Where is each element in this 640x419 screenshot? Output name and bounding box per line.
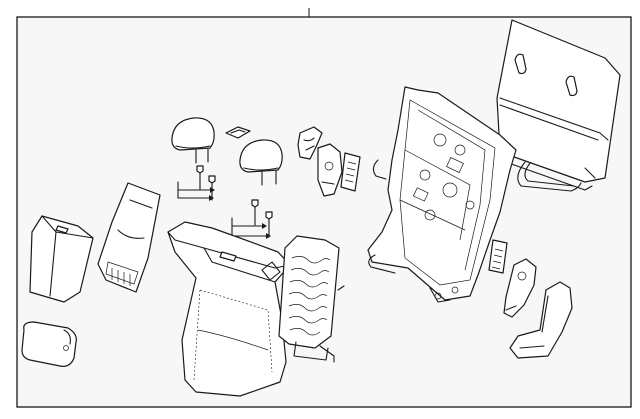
headrest-left[interactable] — [171, 117, 215, 164]
armrest-end-cap[interactable] — [21, 321, 77, 367]
armrest-pad[interactable] — [29, 215, 94, 303]
guide-pins-left[interactable] — [177, 165, 216, 201]
headrest-right[interactable] — [239, 139, 283, 186]
seat-back-cover[interactable] — [167, 221, 291, 397]
hinge-cover-upper[interactable] — [297, 126, 323, 160]
headrest-guide-clip[interactable] — [225, 126, 251, 139]
seat-back-pad[interactable] — [278, 235, 345, 363]
release-latch-upper[interactable] — [340, 152, 361, 192]
side-trim-panel[interactable] — [503, 258, 573, 359]
hinge-cover-lower[interactable] — [317, 143, 343, 197]
release-latch-lower[interactable] — [488, 239, 508, 274]
armrest-bracket[interactable] — [97, 182, 161, 293]
seat-back-frame[interactable] — [367, 86, 517, 303]
